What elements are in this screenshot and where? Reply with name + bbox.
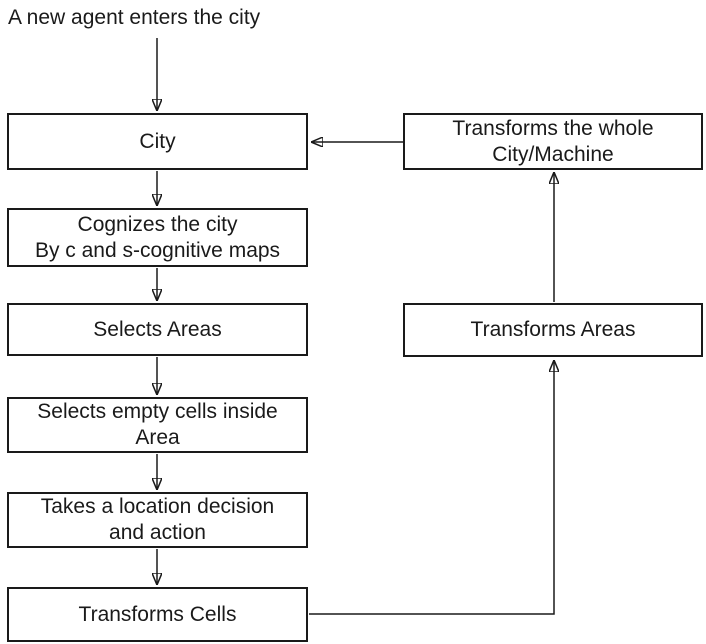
node-transforms-whole-label-line2: City/Machine [492, 142, 614, 166]
node-transforms-whole-label-line1: Transforms the whole [452, 116, 654, 140]
node-takes-location-decision: Takes a location decision and action [7, 492, 308, 548]
node-transforms-areas: Transforms Areas [403, 303, 703, 357]
node-selects-empty-cells-label-line2: Area [135, 426, 180, 449]
node-city: City [7, 113, 308, 170]
node-transforms-cells: Transforms Cells [7, 587, 308, 642]
arrow-transforms-cells-to-transforms-areas [309, 360, 554, 615]
node-selects-empty-cells-label-line1: Selects empty cells inside [37, 400, 278, 424]
node-transforms-whole-city-machine: Transforms the whole City/Machine [403, 113, 703, 170]
node-cognizes-city-label-line2: By c and s-cognitive maps [34, 238, 281, 262]
node-takes-location-decision-label-line2: and action [109, 521, 206, 544]
node-city-label: City [139, 129, 176, 153]
node-cognizes-city-label-line1: Cognizes the city [77, 212, 238, 236]
entry-label: A new agent enters the city [8, 6, 261, 29]
node-selects-empty-cells: Selects empty cells inside Area [7, 397, 308, 453]
node-cognizes-city: Cognizes the city By c and s-cognitive m… [7, 208, 308, 267]
node-selects-areas-label: Selects Areas [93, 317, 222, 341]
node-transforms-areas-label: Transforms Areas [470, 318, 636, 342]
node-takes-location-decision-label-line1: Takes a location decision [40, 495, 275, 519]
node-transforms-cells-label: Transforms Cells [78, 602, 237, 626]
node-selects-areas: Selects Areas [7, 303, 308, 356]
